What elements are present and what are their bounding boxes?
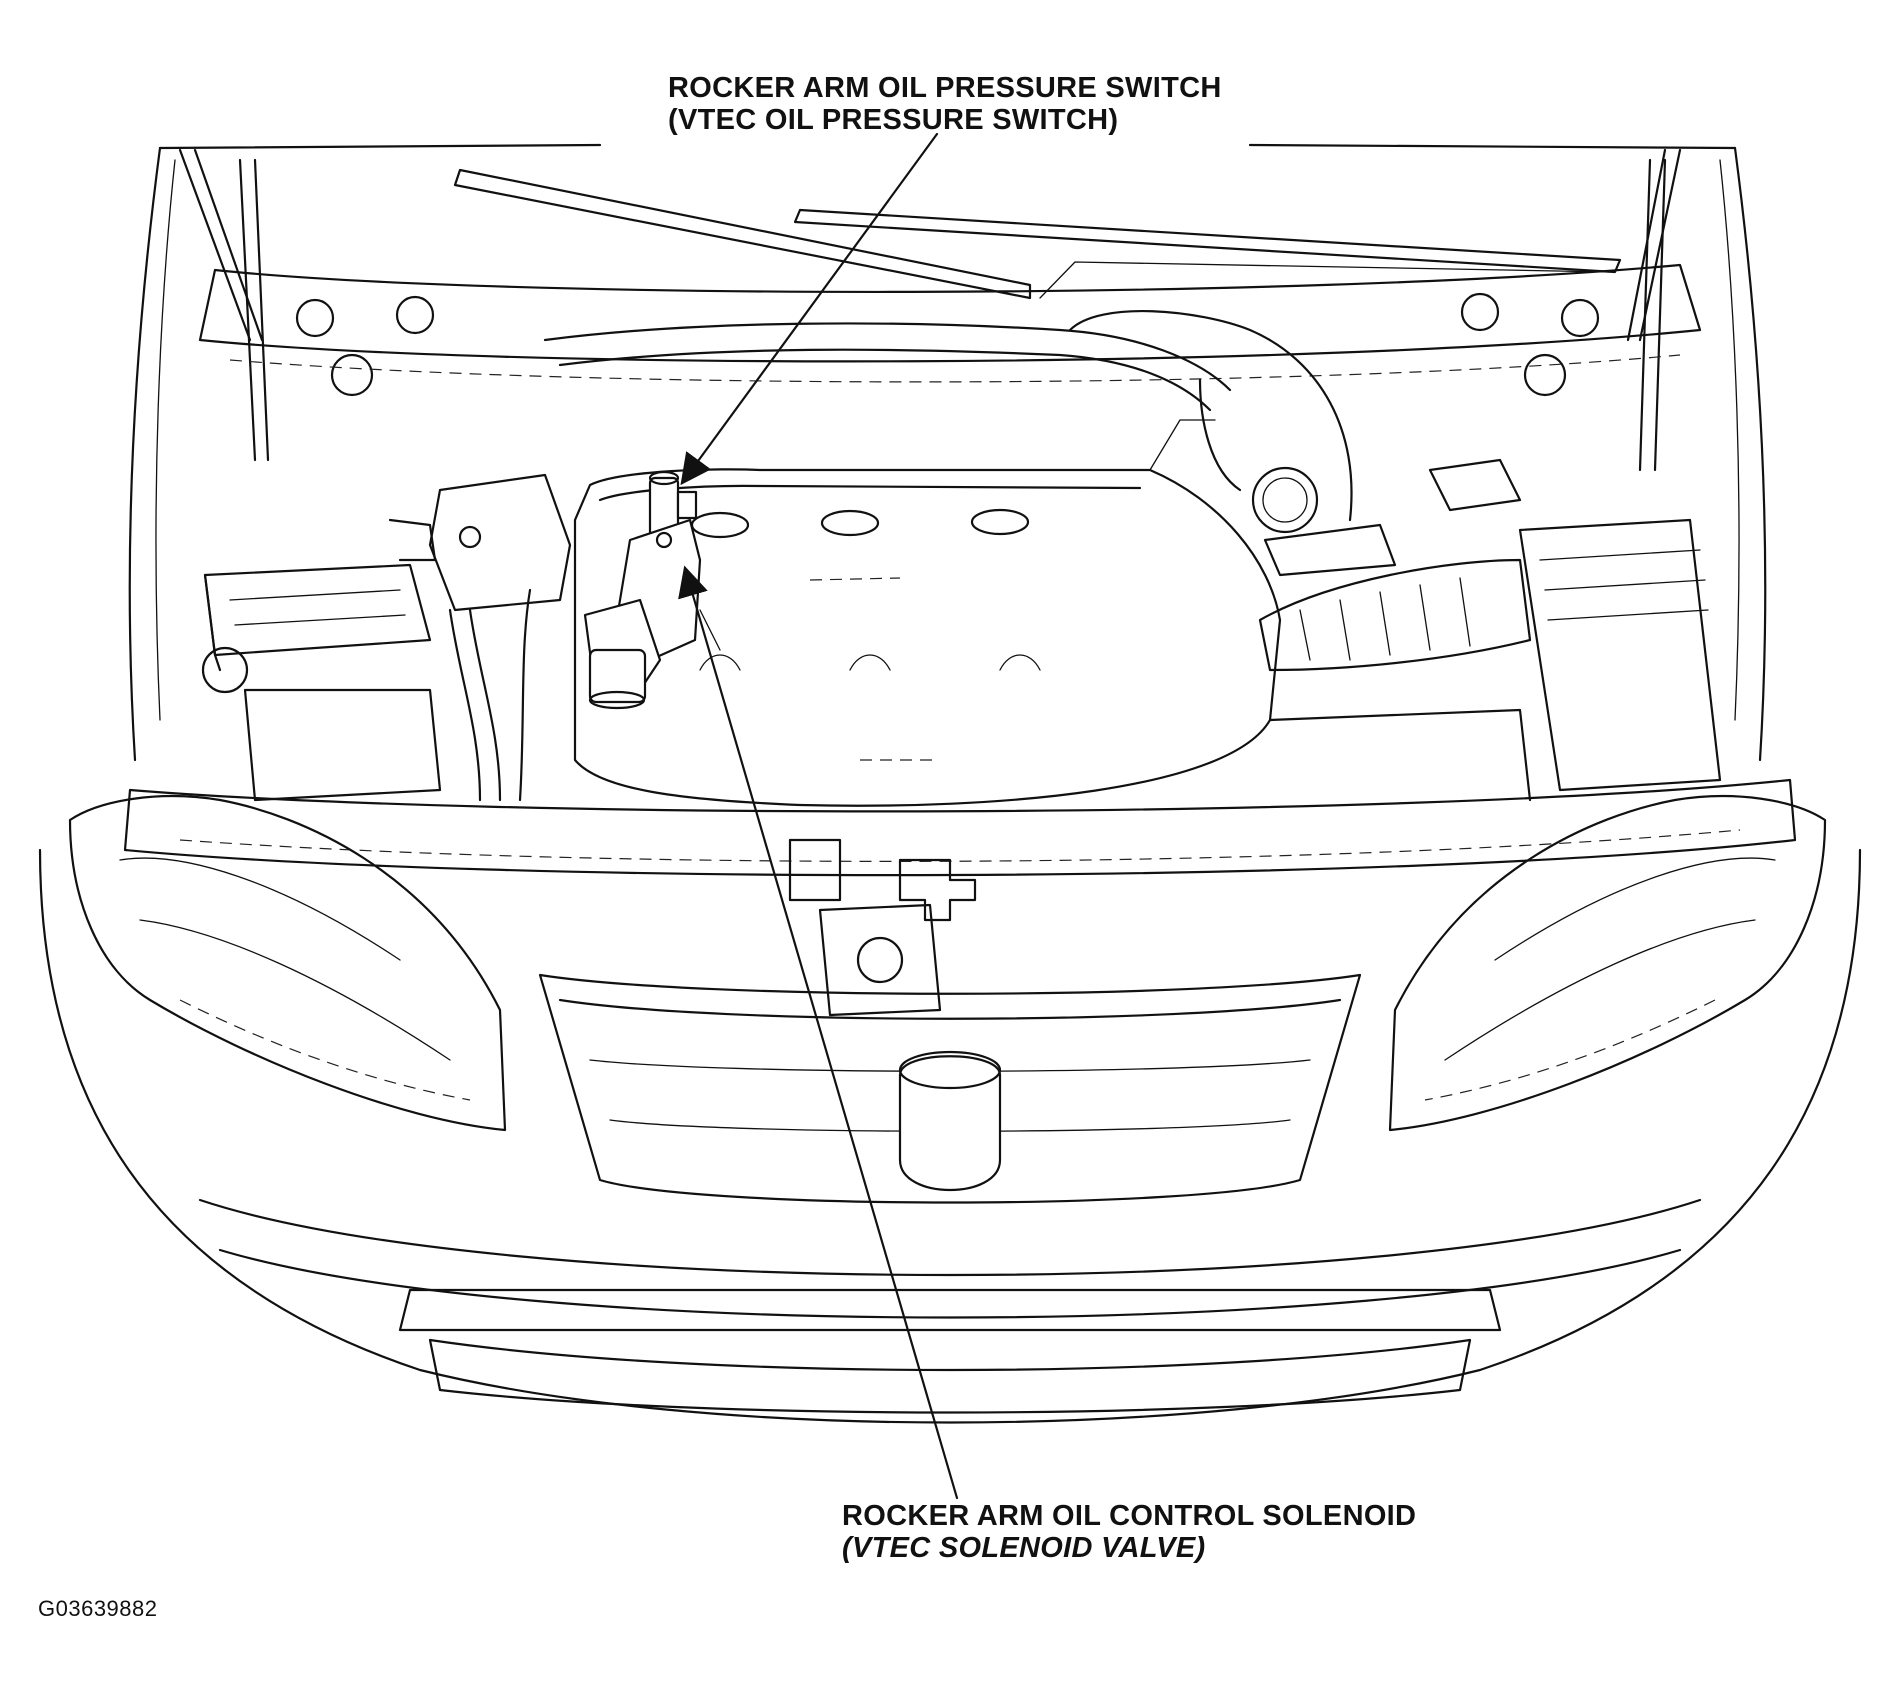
- fuse-box: [388, 473, 572, 612]
- grille: [538, 973, 1362, 1204]
- solenoid-label-line2: (VTEC SOLENOID VALVE): [842, 1532, 1206, 1564]
- wipers: [453, 168, 1622, 300]
- pressure-switch-leader: [680, 132, 939, 486]
- radiator-support: [123, 778, 1797, 1017]
- air-intake-duct: [1258, 458, 1532, 672]
- solenoid-label: ROCKER ARM OIL CONTROL SOLENOID (VTEC SO…: [842, 1500, 1416, 1564]
- leader-lines: [678, 132, 959, 1500]
- solenoid-leader: [678, 565, 959, 1500]
- cowl-panel: [198, 263, 1702, 397]
- pressure-switch-label-line1: ROCKER ARM OIL PRESSURE SWITCH: [668, 72, 1222, 104]
- intake-hoses: [543, 309, 1353, 534]
- vtec-solenoid-component: [583, 470, 702, 710]
- brake-lines: [448, 588, 532, 802]
- pressure-switch-label-line2: (VTEC OIL PRESSURE SWITCH): [668, 104, 1119, 136]
- right-headlight: [1388, 795, 1827, 1132]
- pressure-switch-label: ROCKER ARM OIL PRESSURE SWITCH (VTEC OIL…: [668, 72, 1222, 136]
- hood-struts: [178, 148, 1682, 472]
- left-headlight: [68, 795, 507, 1132]
- air-cleaner-box: [1268, 518, 1722, 802]
- figure-id: G03639882: [38, 1596, 158, 1621]
- battery: [201, 563, 442, 802]
- front-bumper: [38, 848, 1862, 1424]
- hood-outline: [128, 143, 1767, 762]
- solenoid-label-line1: ROCKER ARM OIL CONTROL SOLENOID: [842, 1500, 1417, 1532]
